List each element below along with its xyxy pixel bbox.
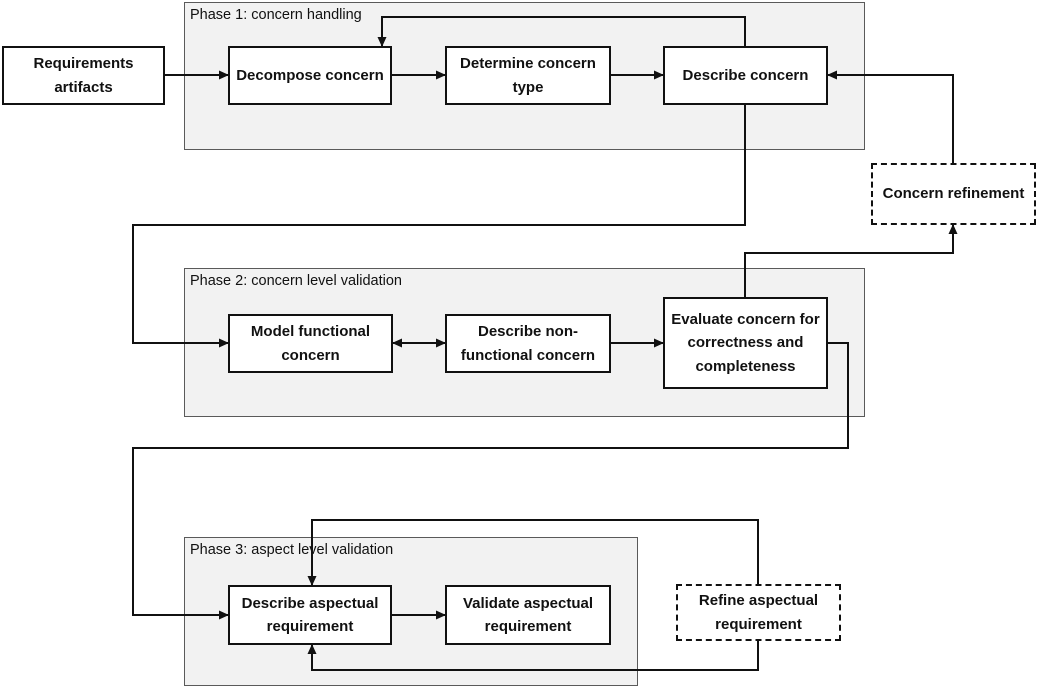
requirements-artifacts-label: Requirements artifacts (33, 55, 134, 96)
determine-concern-type-box: Determine concern type (445, 46, 611, 105)
phase-3-title: Phase 3: aspect level validation (190, 542, 394, 558)
refine-aspectual-requirement-box: Refine aspectual requirement (676, 584, 841, 641)
concern-refinement-label: Concern refinement (882, 185, 1025, 203)
describe-concern-label: Describe concern (682, 66, 809, 84)
validate-aspectual-requirement-box: Validate aspectual requirement (445, 585, 611, 645)
concern-refinement-box: Concern refinement (871, 163, 1036, 225)
arrow-describe-to-model-functional (132, 104, 746, 348)
describe-nonfunctional-concern-label: Describe non-functional concern (460, 323, 596, 364)
arrow-refinement-to-describe (827, 70, 954, 163)
describe-aspectual-requirement-box: Describe aspectual requirement (228, 585, 392, 645)
phase-1-title: Phase 1: concern handling (190, 7, 362, 23)
arrow-refine-to-describe-aspectual-top (307, 519, 759, 586)
describe-nonfunctional-concern-box: Describe non-functional concern (445, 314, 611, 373)
model-functional-concern-label: Model functional concern (250, 323, 371, 364)
determine-concern-type-label: Determine concern type (460, 55, 596, 96)
arrow-evaluate-to-describe-aspectual (132, 342, 849, 620)
arrow-evaluate-to-refinement (744, 224, 958, 314)
evaluate-concern-label: Evaluate concern for correctness and com… (671, 311, 820, 375)
model-functional-concern-box: Model functional concern (228, 314, 393, 373)
refine-aspectual-requirement-label: Refine aspectual requirement (698, 592, 819, 633)
arrow-refine-to-describe-aspectual-bottom (307, 641, 759, 671)
arrow-describe-loop-to-decompose (377, 16, 746, 47)
requirements-artifacts-box: Requirements artifacts (2, 46, 165, 105)
validate-aspectual-requirement-label: Validate aspectual requirement (462, 594, 594, 635)
evaluate-concern-box: Evaluate concern for correctness and com… (663, 297, 828, 389)
decompose-concern-box: Decompose concern (228, 46, 392, 105)
describe-concern-box: Describe concern (663, 46, 828, 105)
decompose-concern-label: Decompose concern (236, 66, 384, 84)
describe-aspectual-requirement-label: Describe aspectual requirement (241, 594, 379, 635)
phase-2-title: Phase 2: concern level validation (190, 273, 402, 289)
